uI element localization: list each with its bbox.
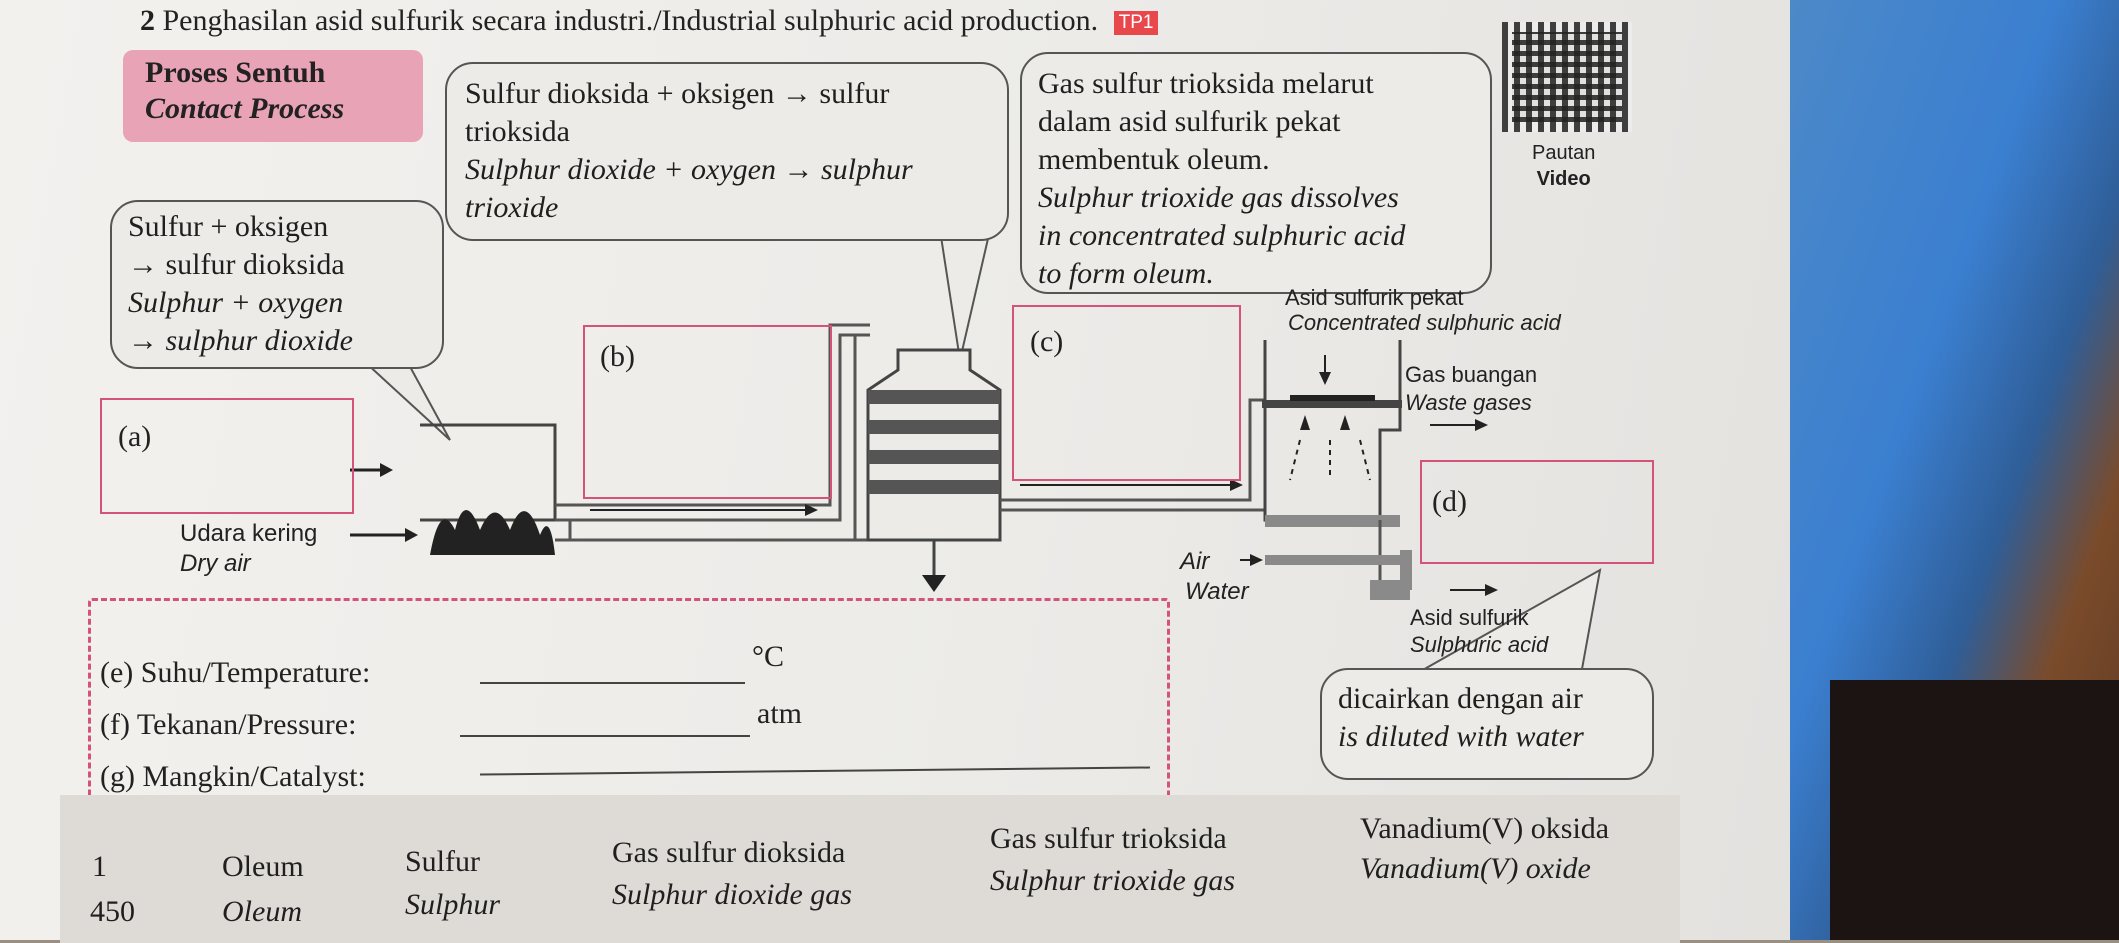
question-f-unit: atm: [757, 697, 802, 730]
qr-code-icon[interactable]: [1502, 22, 1632, 132]
answer-option: Sulphur trioxide gas: [990, 864, 1235, 897]
answer-option: Gas sulfur trioksida: [990, 822, 1227, 855]
question-e-unit: °C: [752, 640, 785, 673]
flame-icon: [430, 510, 555, 555]
bubble-oleum: [1020, 52, 1492, 294]
absorber-tower: [1263, 340, 1402, 522]
sulfur-line4: → sulphur dioxide: [128, 324, 353, 357]
question-title-text: Penghasilan asid sulfurik secara industr…: [162, 4, 1099, 37]
answer-option: Oleum: [222, 850, 304, 883]
oleum-line3: membentuk oleum.: [1038, 143, 1270, 176]
answer-option: Sulfur: [405, 845, 480, 878]
question-title: 2 Penghasilan asid sulfurik secara indus…: [140, 4, 1159, 38]
air-label: Air: [1180, 548, 1210, 575]
oleum-line4: Sulphur trioxide gas dissolves: [1038, 181, 1399, 214]
label-c: (c): [1030, 325, 1064, 358]
so2-line3: Sulphur dioxide + oxygen → sulphur: [465, 153, 913, 186]
conc-acid-ms: Asid sulfurik pekat: [1285, 285, 1464, 310]
answer-line-e[interactable]: [480, 682, 745, 684]
label-b: (b): [600, 340, 635, 373]
bubble-sulfur-text: Sulfur + oksigen → sulfur dioksida Sulph…: [128, 208, 353, 360]
contact-process-en: Contact Process: [145, 92, 345, 125]
answer-option: 450: [90, 895, 135, 928]
background-dark-corner: [1830, 680, 2119, 940]
dilute-line2: is diluted with water: [1338, 720, 1584, 753]
question-g-label: (g) Mangkin/Catalyst:: [100, 760, 366, 793]
oleum-line1: Gas sulfur trioksida melarut: [1038, 67, 1374, 100]
answer-option: Gas sulfur dioksida: [612, 836, 846, 869]
burner-outline: [420, 423, 557, 522]
video-link-ms: Pautan: [1532, 142, 1596, 164]
answer-option: 1: [92, 850, 107, 883]
answer-line-f[interactable]: [460, 735, 750, 737]
question-e-label: (e) Suhu/Temperature:: [100, 656, 371, 689]
oleum-line6: to form oleum.: [1038, 257, 1214, 290]
waste-gas-ms: Gas buangan: [1405, 362, 1538, 387]
question-number: 2: [140, 4, 155, 37]
question-f-label: (f) Tekanan/Pressure:: [100, 708, 357, 741]
question-g: (g) Mangkin/Catalyst:: [100, 760, 366, 794]
answer-option: Oleum: [222, 895, 302, 928]
oleum-line2: dalam asid sulfurik pekat: [1038, 105, 1341, 138]
contact-process-ms: Proses Sentuh: [145, 56, 326, 89]
sulfur-line3: Sulphur + oxygen: [128, 286, 344, 319]
oleum-line5: in concentrated sulphuric acid: [1038, 219, 1406, 252]
sulfur-line1: Sulfur + oksigen: [128, 210, 329, 243]
answer-box-a[interactable]: [100, 398, 354, 514]
answer-option: Sulphur: [405, 888, 501, 921]
bubble-sulfur-burning: [110, 200, 444, 369]
answer-option: Vanadium(V) oksida: [1360, 812, 1610, 845]
bubble-oleum-text: Gas sulfur trioksida melarut dalam asid …: [1038, 65, 1405, 293]
dry-air-ms: Udara kering: [180, 520, 318, 547]
answer-option: Vanadium(V) oxide: [1360, 852, 1591, 885]
converter-vessel: [866, 348, 1002, 542]
label-a: (a): [118, 420, 152, 453]
so2-line1: Sulfur dioksida + oksigen → sulfur: [465, 77, 890, 110]
product-acid-en: Sulphuric acid: [1410, 632, 1549, 657]
answer-option: Sulphur dioxide gas: [612, 878, 852, 911]
answer-box-d[interactable]: [1420, 460, 1654, 564]
bubble-pointer-so2: [938, 229, 992, 361]
waste-gas-en: Waste gases: [1405, 390, 1532, 415]
video-link-en: Video: [1536, 168, 1591, 190]
bubble-dilute-text: dicairkan dengan air is diluted with wat…: [1338, 680, 1584, 756]
question-e: (e) Suhu/Temperature:: [100, 656, 370, 690]
product-acid-ms: Asid sulfurik: [1410, 605, 1529, 630]
answer-box-b[interactable]: [583, 325, 832, 499]
answer-bank: [60, 795, 1680, 943]
tp-badge: TP1: [1113, 11, 1159, 36]
contact-process-box: Proses Sentuh Contact Process: [123, 50, 423, 142]
answer-box-c[interactable]: [1012, 305, 1241, 481]
water-label: Water: [1185, 578, 1249, 605]
question-f: (f) Tekanan/Pressure:: [100, 708, 356, 742]
bubble-so2-oxidation: [445, 62, 1009, 241]
label-d: (d): [1432, 485, 1467, 518]
so2-line2: trioksida: [465, 115, 570, 148]
dilute-line1: dicairkan dengan air: [1338, 682, 1583, 715]
so2-line4: trioxide: [465, 191, 559, 224]
dry-air-en: Dry air: [180, 550, 251, 577]
bubble-so2-text: Sulfur dioksida + oksigen → sulfur triok…: [465, 75, 913, 227]
bubble-dilute: [1320, 668, 1654, 780]
video-link[interactable]: Pautan Video: [1532, 140, 1595, 192]
sulfur-line2: → sulfur dioksida: [128, 248, 345, 281]
conc-acid-en: Concentrated sulphuric acid: [1288, 310, 1561, 335]
